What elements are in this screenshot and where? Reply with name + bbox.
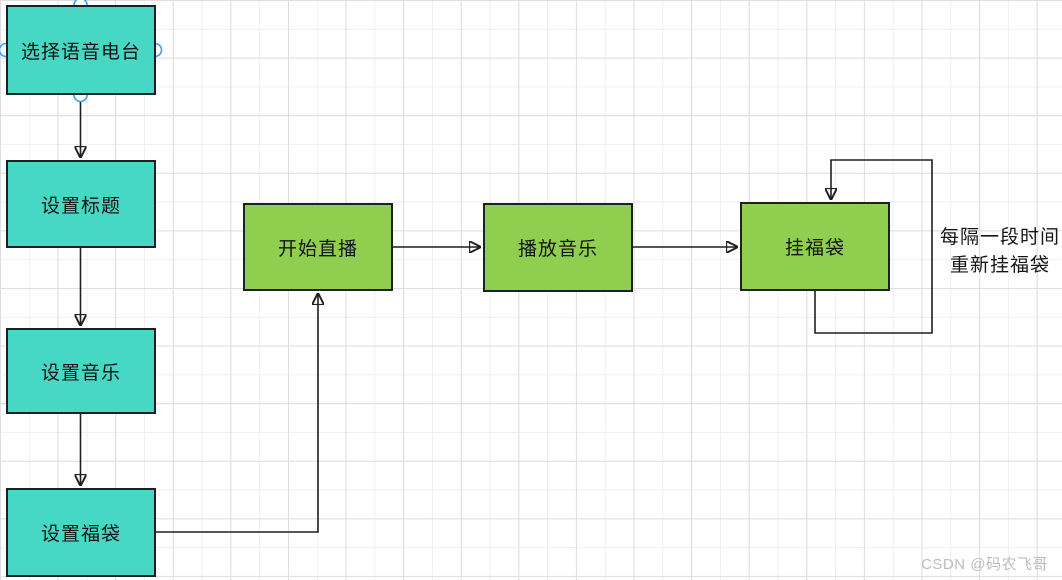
node-label: 设置标题	[40, 195, 121, 217]
node-label: 选择语音电台	[20, 41, 141, 63]
node-label: 开始直播	[277, 238, 358, 260]
node-set-title[interactable]: 设置标题	[6, 160, 156, 248]
node-set-music[interactable]: 设置音乐	[6, 328, 156, 414]
loop-annotation[interactable]: 每隔一段时间 重新挂福袋	[938, 224, 1062, 280]
node-label: 设置福袋	[40, 524, 121, 545]
node-play-music[interactable]: 播放音乐	[483, 203, 633, 292]
loop-annotation-line1: 每隔一段时间	[939, 227, 1060, 248]
loop-annotation-line2: 重新挂福袋	[949, 255, 1050, 276]
node-hang-lucky-bag[interactable]: 挂福袋	[740, 202, 890, 291]
connector-luckybag-to-startlive[interactable]	[156, 294, 318, 533]
node-label: 播放音乐	[517, 239, 598, 260]
node-set-lucky-bag[interactable]: 设置福袋	[6, 488, 156, 577]
node-start-live[interactable]: 开始直播	[243, 203, 393, 291]
connector-hangbag-self-loop[interactable]	[814, 159, 933, 334]
node-label: 挂福袋	[784, 238, 845, 259]
csdn-watermark: CSDN @码农飞哥	[921, 556, 1048, 573]
node-select-voice-radio[interactable]: 选择语音电台	[6, 5, 156, 95]
node-label: 设置音乐	[40, 362, 121, 384]
